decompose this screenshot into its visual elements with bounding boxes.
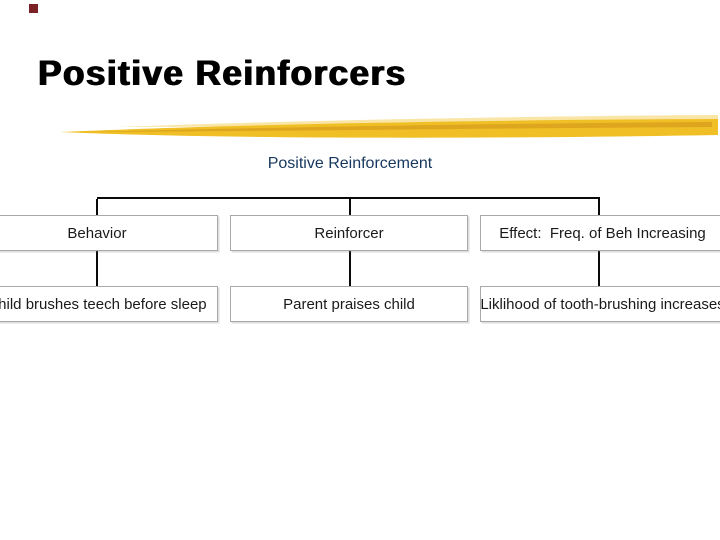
slide-title: Positive Reinforcers [38,54,407,93]
yellow-brush-stroke-decoration [60,115,718,138]
corner-square-decoration [29,4,38,13]
diagram-box-behavior-example: Child brushes teech before sleep [0,286,218,322]
connector-stem-right-mid [598,251,600,286]
diagram-box-reinforcer: Reinforcer [230,215,468,251]
connector-horizontal-line [97,197,600,199]
diagram-box-behavior: Behavior [0,215,218,251]
connector-stem-left-top [96,199,98,215]
brush-stroke-dark-layer [86,122,712,132]
connector-stem-center-top [349,199,351,215]
diagram-box-effect: Effect: Freq. of Beh Increasing [480,215,720,251]
connector-stem-right-top [598,199,600,215]
connector-stem-left-mid [96,251,98,286]
diagram-box-effect-example: Liklihood of tooth-brushing increases [480,286,720,322]
diagram-root-label: Positive Reinforcement [267,155,433,172]
connector-stem-center-mid [349,251,351,286]
diagram-box-reinforcer-example: Parent praises child [230,286,468,322]
